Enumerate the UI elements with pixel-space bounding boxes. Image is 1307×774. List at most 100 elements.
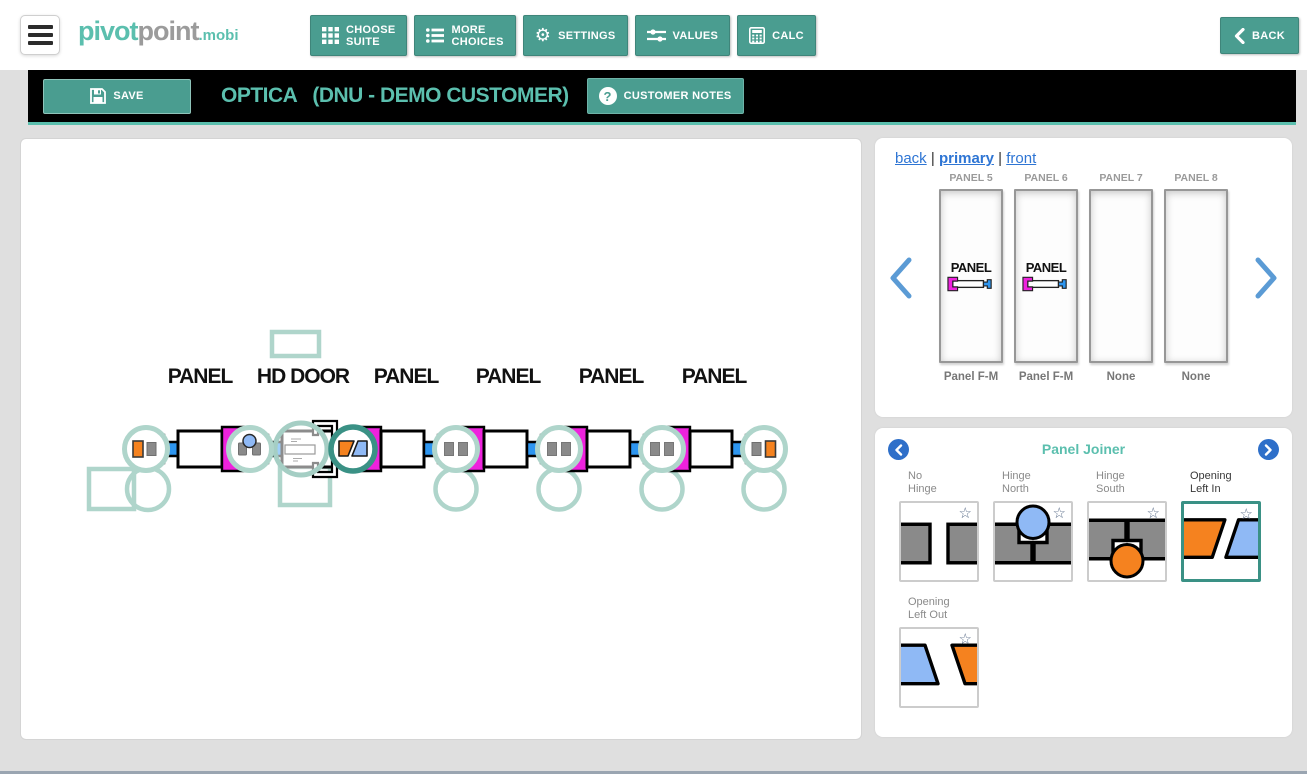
list-icon bbox=[426, 28, 445, 43]
opening-left-out-icon bbox=[901, 643, 977, 686]
joiner-header: Panel Joiner bbox=[875, 428, 1292, 468]
joiner-option-tile[interactable]: ☆ bbox=[899, 501, 979, 582]
carousel-prev-chevron[interactable] bbox=[885, 256, 915, 300]
view-link-primary[interactable]: primary bbox=[938, 150, 994, 167]
panel-segment-1[interactable] bbox=[152, 425, 246, 473]
job-subtitle: (DNU - DEMO CUSTOMER) bbox=[312, 84, 569, 107]
opening-left-in-icon bbox=[338, 440, 368, 457]
view-link-front[interactable]: front bbox=[1006, 150, 1037, 167]
junction-opening-left-in-selected[interactable] bbox=[328, 424, 378, 474]
joiner-prev-button[interactable] bbox=[888, 439, 909, 460]
junction-hinge-north[interactable] bbox=[226, 425, 274, 473]
panel-thumbnails: PANEL 5 PANEL Panel F-M PANEL 6 PANEL bbox=[927, 172, 1240, 383]
drop-zone-bottom-left-rect[interactable] bbox=[86, 466, 137, 512]
joiner-option-tile-selected[interactable]: ☆ bbox=[1181, 501, 1261, 582]
question-icon: ? bbox=[598, 87, 617, 105]
favorite-star-icon[interactable]: ☆ bbox=[1239, 506, 1253, 523]
values-button[interactable]: VALUES bbox=[634, 15, 731, 56]
segment-label: PANEL bbox=[374, 365, 440, 388]
segment-label: PANEL bbox=[168, 365, 234, 388]
hinge-north-icon bbox=[238, 433, 261, 456]
junction-no-hinge[interactable] bbox=[432, 425, 480, 473]
drop-zone-circle[interactable] bbox=[639, 466, 685, 512]
calculator-icon bbox=[749, 27, 766, 44]
panel-selector-card: back | primary | front PANEL 5 PANEL Pan… bbox=[875, 138, 1292, 417]
segment-label: HD DOOR bbox=[257, 365, 350, 388]
panel-thumb-8: PANEL 8 None bbox=[1164, 172, 1228, 383]
job-title: OPTICA bbox=[221, 84, 298, 107]
panel-thumbnail[interactable]: PANEL bbox=[939, 189, 1003, 363]
endcap-icon bbox=[764, 440, 777, 458]
sliders-icon bbox=[646, 29, 666, 42]
view-links: back | primary | front bbox=[895, 150, 1037, 167]
chevron-left-icon bbox=[895, 443, 903, 456]
favorite-star-icon[interactable]: ☆ bbox=[958, 505, 972, 522]
panel-fm-diagram bbox=[947, 276, 992, 292]
panel-layout-diagram: PANEL HD DOOR PANEL PANEL PANEL PANEL bbox=[86, 329, 788, 513]
no-hinge-icon bbox=[901, 522, 977, 565]
no-hinge-icon bbox=[650, 442, 660, 456]
no-hinge-icon bbox=[547, 442, 557, 456]
no-hinge-icon bbox=[444, 442, 454, 456]
junction-endcap-right[interactable] bbox=[740, 425, 788, 473]
drop-zone-circle[interactable] bbox=[433, 466, 479, 512]
customer-notes-button[interactable]: ? CUSTOMER NOTES bbox=[586, 78, 744, 114]
favorite-star-icon[interactable]: ☆ bbox=[958, 631, 972, 648]
settings-button[interactable]: ⚙ SETTINGS bbox=[522, 15, 628, 56]
panel-thumb-7: PANEL 7 None bbox=[1089, 172, 1153, 383]
job-toolbar: SAVE OPTICA (DNU - DEMO CUSTOMER) ? CUST… bbox=[28, 70, 1296, 125]
panel-thumb-5: PANEL 5 PANEL Panel F-M bbox=[939, 172, 1003, 383]
segment-label: PANEL bbox=[579, 365, 645, 388]
carousel-next-chevron[interactable] bbox=[1252, 256, 1282, 300]
gear-icon: ⚙ bbox=[534, 24, 552, 46]
panel-segment-5[interactable] bbox=[666, 425, 758, 473]
hamburger-menu-button[interactable] bbox=[20, 15, 60, 55]
drop-zone-top-rect[interactable] bbox=[269, 329, 322, 359]
layout-canvas: PANEL HD DOOR PANEL PANEL PANEL PANEL bbox=[20, 138, 862, 740]
joiner-option-tile[interactable]: ☆ bbox=[1087, 501, 1167, 582]
joiner-next-button[interactable] bbox=[1258, 439, 1279, 460]
panel-thumbnail[interactable]: PANEL bbox=[1014, 189, 1078, 363]
hinge-north-icon bbox=[995, 504, 1071, 565]
view-link-back[interactable]: back bbox=[895, 150, 927, 167]
favorite-star-icon[interactable]: ☆ bbox=[1146, 505, 1160, 522]
segment-label: PANEL bbox=[476, 365, 542, 388]
calc-button[interactable]: CALC bbox=[737, 15, 816, 56]
favorite-star-icon[interactable]: ☆ bbox=[1052, 505, 1066, 522]
endcap-icon bbox=[132, 440, 144, 458]
joiner-option-tile[interactable]: ☆ bbox=[993, 501, 1073, 582]
drop-zone-circle[interactable] bbox=[536, 466, 582, 512]
save-button[interactable]: SAVE bbox=[43, 78, 191, 114]
junction-endcap-left[interactable] bbox=[122, 425, 170, 473]
junction-no-hinge[interactable] bbox=[638, 425, 686, 473]
panel-thumbnail[interactable] bbox=[1089, 189, 1153, 363]
grid-icon bbox=[322, 27, 339, 44]
hamburger-icon bbox=[27, 25, 53, 29]
back-button[interactable]: BACK bbox=[1220, 17, 1299, 54]
panel-fm-diagram bbox=[1022, 276, 1067, 292]
save-icon bbox=[90, 88, 107, 104]
junction-no-hinge[interactable] bbox=[535, 425, 583, 473]
segment-label: PANEL bbox=[682, 365, 748, 388]
app-logo: pivotpoint.mobi bbox=[78, 16, 239, 46]
opening-left-in-icon bbox=[1184, 518, 1258, 559]
chevron-left-icon bbox=[1234, 27, 1245, 44]
door-swing-indicator[interactable] bbox=[272, 420, 330, 478]
hinge-south-icon bbox=[1089, 518, 1165, 579]
drop-zone-circle[interactable] bbox=[741, 466, 787, 512]
panel-thumb-6: PANEL 6 PANEL Panel F-M bbox=[1014, 172, 1078, 383]
panel-thumbnail[interactable] bbox=[1164, 189, 1228, 363]
joiner-title: Panel Joiner bbox=[1041, 441, 1126, 457]
joiner-option-tile[interactable]: ☆ bbox=[899, 627, 979, 708]
